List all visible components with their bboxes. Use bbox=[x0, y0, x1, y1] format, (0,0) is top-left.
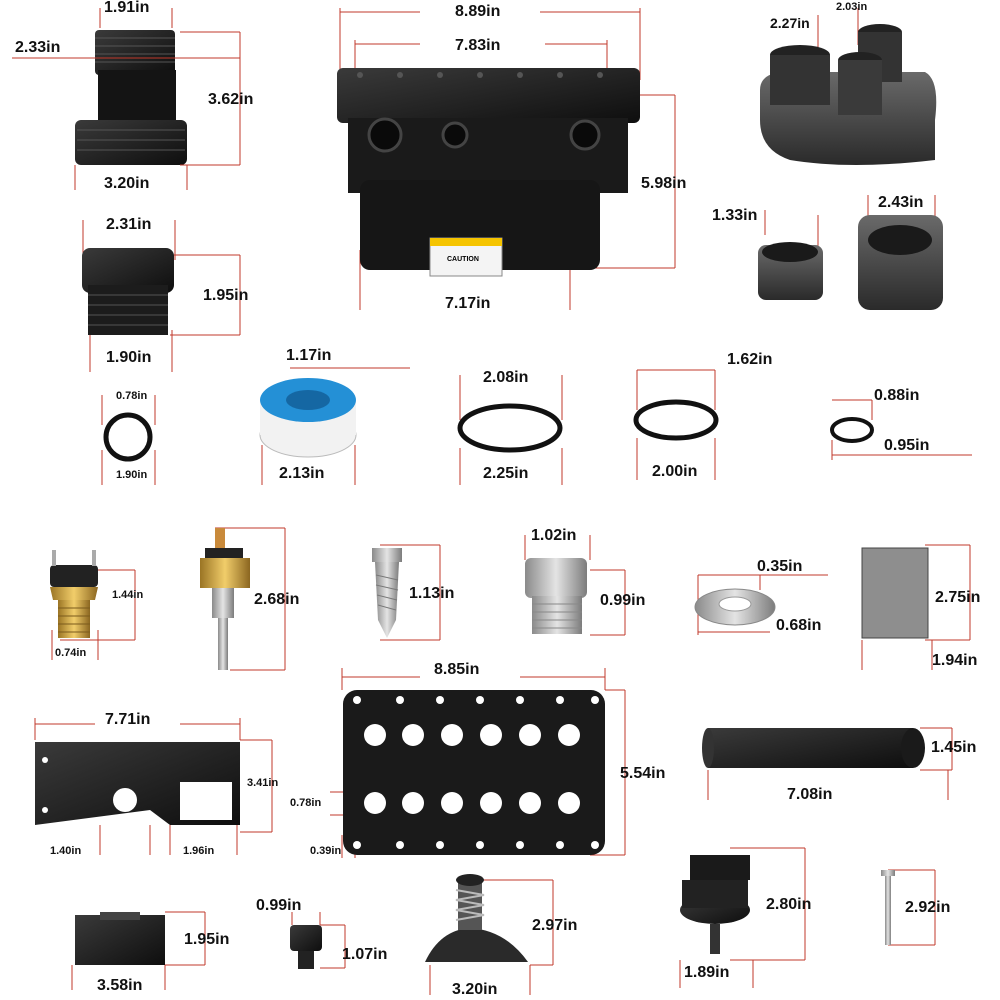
small-cap bbox=[758, 242, 823, 300]
dim-oring1-inner: 0.78in bbox=[116, 390, 148, 402]
dim-oring2-inner: 2.08in bbox=[483, 369, 529, 386]
dim-grease-height: 2.75in bbox=[935, 589, 981, 606]
o-ring-small bbox=[103, 412, 153, 462]
pressure-switch bbox=[680, 855, 750, 954]
dim-adapter-base: 3.20in bbox=[104, 175, 150, 192]
drain-plug bbox=[525, 558, 587, 634]
manifold bbox=[760, 24, 937, 165]
caution-label: CAUTION bbox=[447, 256, 479, 263]
dim-knob-height: 1.07in bbox=[342, 946, 388, 963]
dim-tape-width: 1.17in bbox=[286, 347, 332, 364]
threaded-adapter bbox=[75, 30, 187, 165]
dim-union-top: 2.31in bbox=[106, 216, 152, 233]
dim-gasket-edge: 0.39in bbox=[310, 845, 342, 857]
large-cap bbox=[858, 215, 943, 310]
dim-oring2-outer: 2.25in bbox=[483, 465, 529, 482]
teflon-tape bbox=[259, 378, 357, 458]
dim-oring4-inner: 0.88in bbox=[874, 387, 920, 404]
dim-gasket-hole: 0.78in bbox=[290, 797, 322, 809]
dimension-lines bbox=[12, 8, 972, 995]
dim-washer-outer: 0.68in bbox=[776, 617, 822, 634]
temperature-sensor bbox=[200, 528, 250, 670]
dim-oring1-outer: 1.90in bbox=[116, 469, 148, 481]
knob bbox=[290, 925, 322, 969]
bolt bbox=[881, 870, 895, 945]
dim-oring3-inner: 1.62in bbox=[727, 351, 773, 368]
dim-cap-small: 1.33in bbox=[712, 207, 758, 224]
dim-switch-height: 2.80in bbox=[766, 896, 812, 913]
dim-housing-height: 5.98in bbox=[641, 175, 687, 192]
screw bbox=[372, 548, 402, 638]
bracket bbox=[75, 912, 165, 965]
dim-housing-inner: 7.83in bbox=[455, 37, 501, 54]
dim-manifold-b: 2.03in bbox=[836, 1, 868, 13]
dim-valve-height: 2.97in bbox=[532, 917, 578, 934]
grease-packet bbox=[861, 547, 929, 639]
hi-limit-switch bbox=[50, 550, 98, 638]
dim-hilimit-height: 1.44in bbox=[112, 589, 144, 601]
dim-tape-diameter: 2.13in bbox=[279, 465, 325, 482]
dim-cap-large: 2.43in bbox=[878, 194, 924, 211]
dim-plug-height: 0.99in bbox=[600, 592, 646, 609]
dim-adapter-top: 1.91in bbox=[104, 0, 150, 16]
dim-tube-length: 7.08in bbox=[787, 786, 833, 803]
dim-knob-width: 0.99in bbox=[256, 897, 302, 914]
washer bbox=[694, 588, 776, 626]
o-ring-tiny bbox=[830, 417, 874, 443]
dim-screw-length: 1.13in bbox=[409, 585, 455, 602]
dim-tube-diameter: 1.45in bbox=[931, 739, 977, 756]
dim-oring3-outer: 2.00in bbox=[652, 463, 698, 480]
dim-hilimit-base: 0.74in bbox=[55, 647, 87, 659]
dim-adapter-height: 3.62in bbox=[208, 91, 254, 108]
dim-gasket-height: 5.54in bbox=[620, 765, 666, 782]
dim-manifold-a: 2.27in bbox=[770, 15, 810, 31]
dim-housing-base: 7.17in bbox=[445, 295, 491, 312]
dim-washer-inner: 0.35in bbox=[757, 558, 803, 575]
dim-switch-base: 1.89in bbox=[684, 964, 730, 981]
dim-valve-base: 3.20in bbox=[452, 981, 498, 998]
dim-housing-overall: 8.89in bbox=[455, 3, 501, 20]
dim-plate-width: 7.71in bbox=[105, 711, 151, 728]
heater-housing: CAUTION bbox=[337, 68, 640, 277]
heater-tube bbox=[702, 728, 925, 768]
o-ring-large bbox=[457, 403, 563, 453]
dim-gasket-width: 8.85in bbox=[434, 661, 480, 678]
relief-valve bbox=[425, 874, 528, 962]
dim-union-base: 1.90in bbox=[106, 349, 152, 366]
dim-plug-width: 1.02in bbox=[531, 527, 577, 544]
dim-plate-height: 3.41in bbox=[247, 777, 279, 789]
mounting-plate bbox=[35, 742, 240, 825]
dim-sensor-height: 2.68in bbox=[254, 591, 300, 608]
dim-plate-right: 1.96in bbox=[183, 845, 215, 857]
dim-adapter-left: 2.33in bbox=[15, 39, 61, 56]
dim-union-height: 1.95in bbox=[203, 287, 249, 304]
gasket bbox=[343, 690, 605, 855]
dim-bracket-height: 1.95in bbox=[184, 931, 230, 948]
o-ring-medium bbox=[633, 399, 719, 441]
dim-plate-left: 1.40in bbox=[50, 845, 82, 857]
dim-oring4-outer: 0.95in bbox=[884, 437, 930, 454]
dim-bolt-length: 2.92in bbox=[905, 899, 951, 916]
dim-grease-width: 1.94in bbox=[932, 652, 978, 669]
union-fitting bbox=[82, 248, 174, 335]
dim-bracket-width: 3.58in bbox=[97, 977, 143, 994]
